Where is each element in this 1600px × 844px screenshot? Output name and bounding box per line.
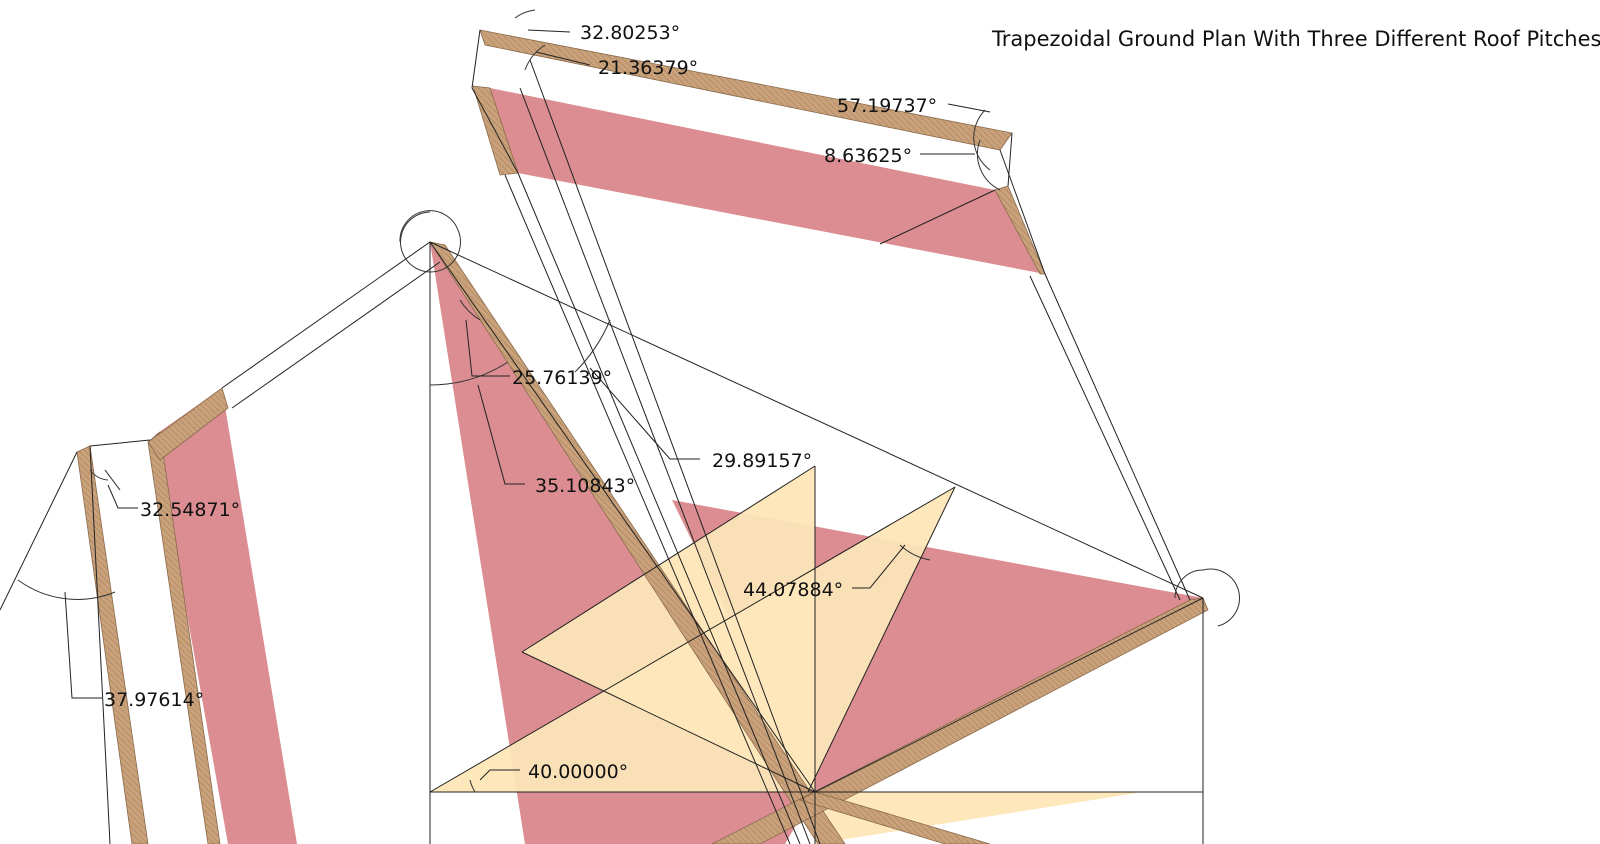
angle-label: 21.36379° <box>598 57 698 79</box>
angle-label: 32.54871° <box>140 499 240 521</box>
angle-arcs <box>17 9 1240 793</box>
roof-face-strip <box>155 388 297 844</box>
angle-label: 44.07884° <box>743 579 843 601</box>
pitch-triangle-3 <box>815 792 1143 844</box>
construction-lines <box>0 29 1204 844</box>
rafter-main-diagonal <box>429 241 846 844</box>
diagram-title: Trapezoidal Ground Plan With Three Diffe… <box>991 27 1600 51</box>
rafter-right-diagonal <box>711 597 1209 844</box>
angle-label: 29.89157° <box>712 450 812 472</box>
roof-face-top <box>490 88 1045 274</box>
angle-label: 32.80253° <box>580 22 680 44</box>
angle-label: 57.19737° <box>837 95 937 117</box>
rafter-left-1 <box>76 445 149 844</box>
rafter-left-2 <box>147 431 221 844</box>
angle-label: 40.00000° <box>528 761 628 783</box>
angle-label: 35.10843° <box>535 475 635 497</box>
rafter-left-2-top <box>147 387 229 461</box>
leader-lines <box>64 29 991 781</box>
angle-label: 25.76139° <box>512 367 612 389</box>
angle-label: 8.63625° <box>824 145 912 167</box>
angle-label: 37.97614° <box>104 689 204 711</box>
rafter-lower-right <box>798 791 991 844</box>
